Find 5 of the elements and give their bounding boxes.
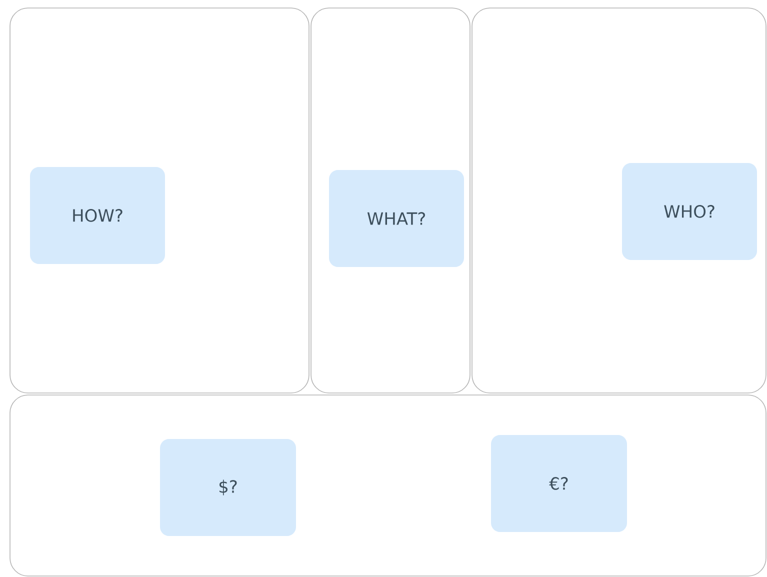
sticky-note: WHO? (622, 163, 757, 260)
sticky-note: $? (160, 439, 296, 536)
sticky-note: WHAT? (329, 170, 464, 267)
sticky-note: €? (491, 435, 627, 532)
sticky-note: HOW? (30, 167, 165, 264)
